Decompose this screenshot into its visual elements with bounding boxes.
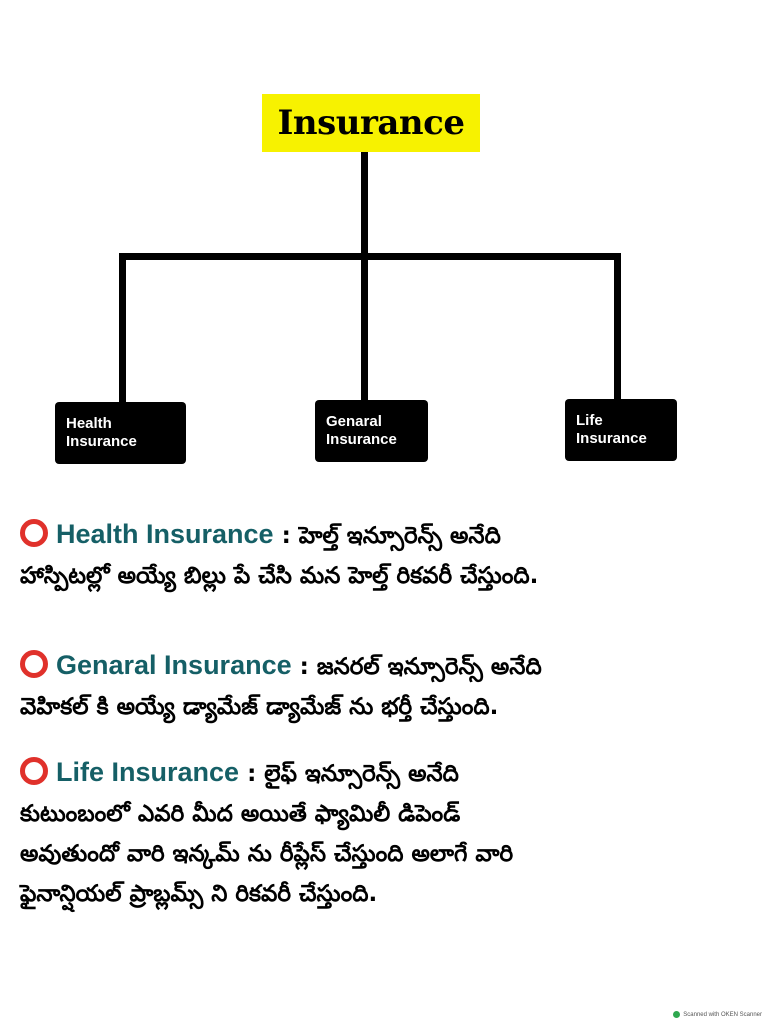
node-line2: Insurance (326, 431, 397, 448)
watermark-text: Scanned with OKEN Scanner (683, 1011, 762, 1018)
separator: : (239, 761, 265, 787)
term-label: Genaral Insurance (56, 650, 292, 680)
node-line1: Life (576, 412, 603, 429)
description-line: ఫైనాన్షియల్ ప్రాబ్లమ్స్ ని రికవరీ చేస్తు… (20, 881, 378, 907)
genaral-insurance-description: Genaral Insurance : జనరల్ ఇన్సూరెన్స్ అన… (20, 645, 760, 727)
red-circle-icon (20, 519, 48, 547)
separator: : (291, 654, 317, 680)
connector-horizontal (119, 253, 621, 260)
red-circle-icon (20, 650, 48, 678)
node-line1: Genaral (326, 413, 382, 430)
node-genaral-insurance: Genaral Insurance (315, 400, 428, 462)
node-health-insurance: Health Insurance (55, 402, 186, 464)
scanner-logo-icon (673, 1011, 681, 1018)
description-line: హెల్త్ ఇన్సూరెన్స్ అనేది (298, 523, 501, 549)
term-label: Health Insurance (56, 519, 274, 549)
scanner-watermark: Scanned with OKEN Scanner (673, 1011, 762, 1018)
description-line: లైఫ్ ఇన్సూరెన్స్ అనేది (264, 761, 459, 787)
node-line2: Insurance (66, 433, 137, 450)
connector-right (614, 253, 621, 400)
life-insurance-description: Life Insurance : లైఫ్ ఇన్సూరెన్స్ అనేది … (20, 752, 760, 914)
connector-middle (361, 253, 368, 401)
root-node: Insurance (262, 94, 480, 152)
node-life-insurance: Life Insurance (565, 399, 677, 461)
description-line: హాస్పిటల్లో అయ్యే బిల్లు పే చేసి మన హెల్… (20, 563, 539, 589)
red-circle-icon (20, 757, 48, 785)
description-line: అవుతుందో వారి ఇన్కమ్ ను రీప్లేస్ చేస్తుం… (20, 841, 514, 867)
connector-trunk (361, 152, 368, 258)
term-label: Life Insurance (56, 757, 240, 787)
description-line: వెహికల్ కి అయ్యే డ్యామేజ్ డ్యామేజ్ ను భర… (20, 694, 499, 720)
health-insurance-description: Health Insurance : హెల్త్ ఇన్సూరెన్స్ అన… (20, 514, 760, 596)
connector-left (119, 253, 126, 403)
node-line2: Insurance (576, 430, 647, 447)
node-line1: Health (66, 415, 112, 432)
description-line: కుటుంబంలో ఎవరి మీద అయితే ఫ్యామిలీ డిపెండ… (20, 801, 461, 827)
separator: : (273, 523, 299, 549)
root-label: Insurance (277, 103, 465, 143)
description-line: జనరల్ ఇన్సూరెన్స్ అనేది (316, 654, 542, 680)
